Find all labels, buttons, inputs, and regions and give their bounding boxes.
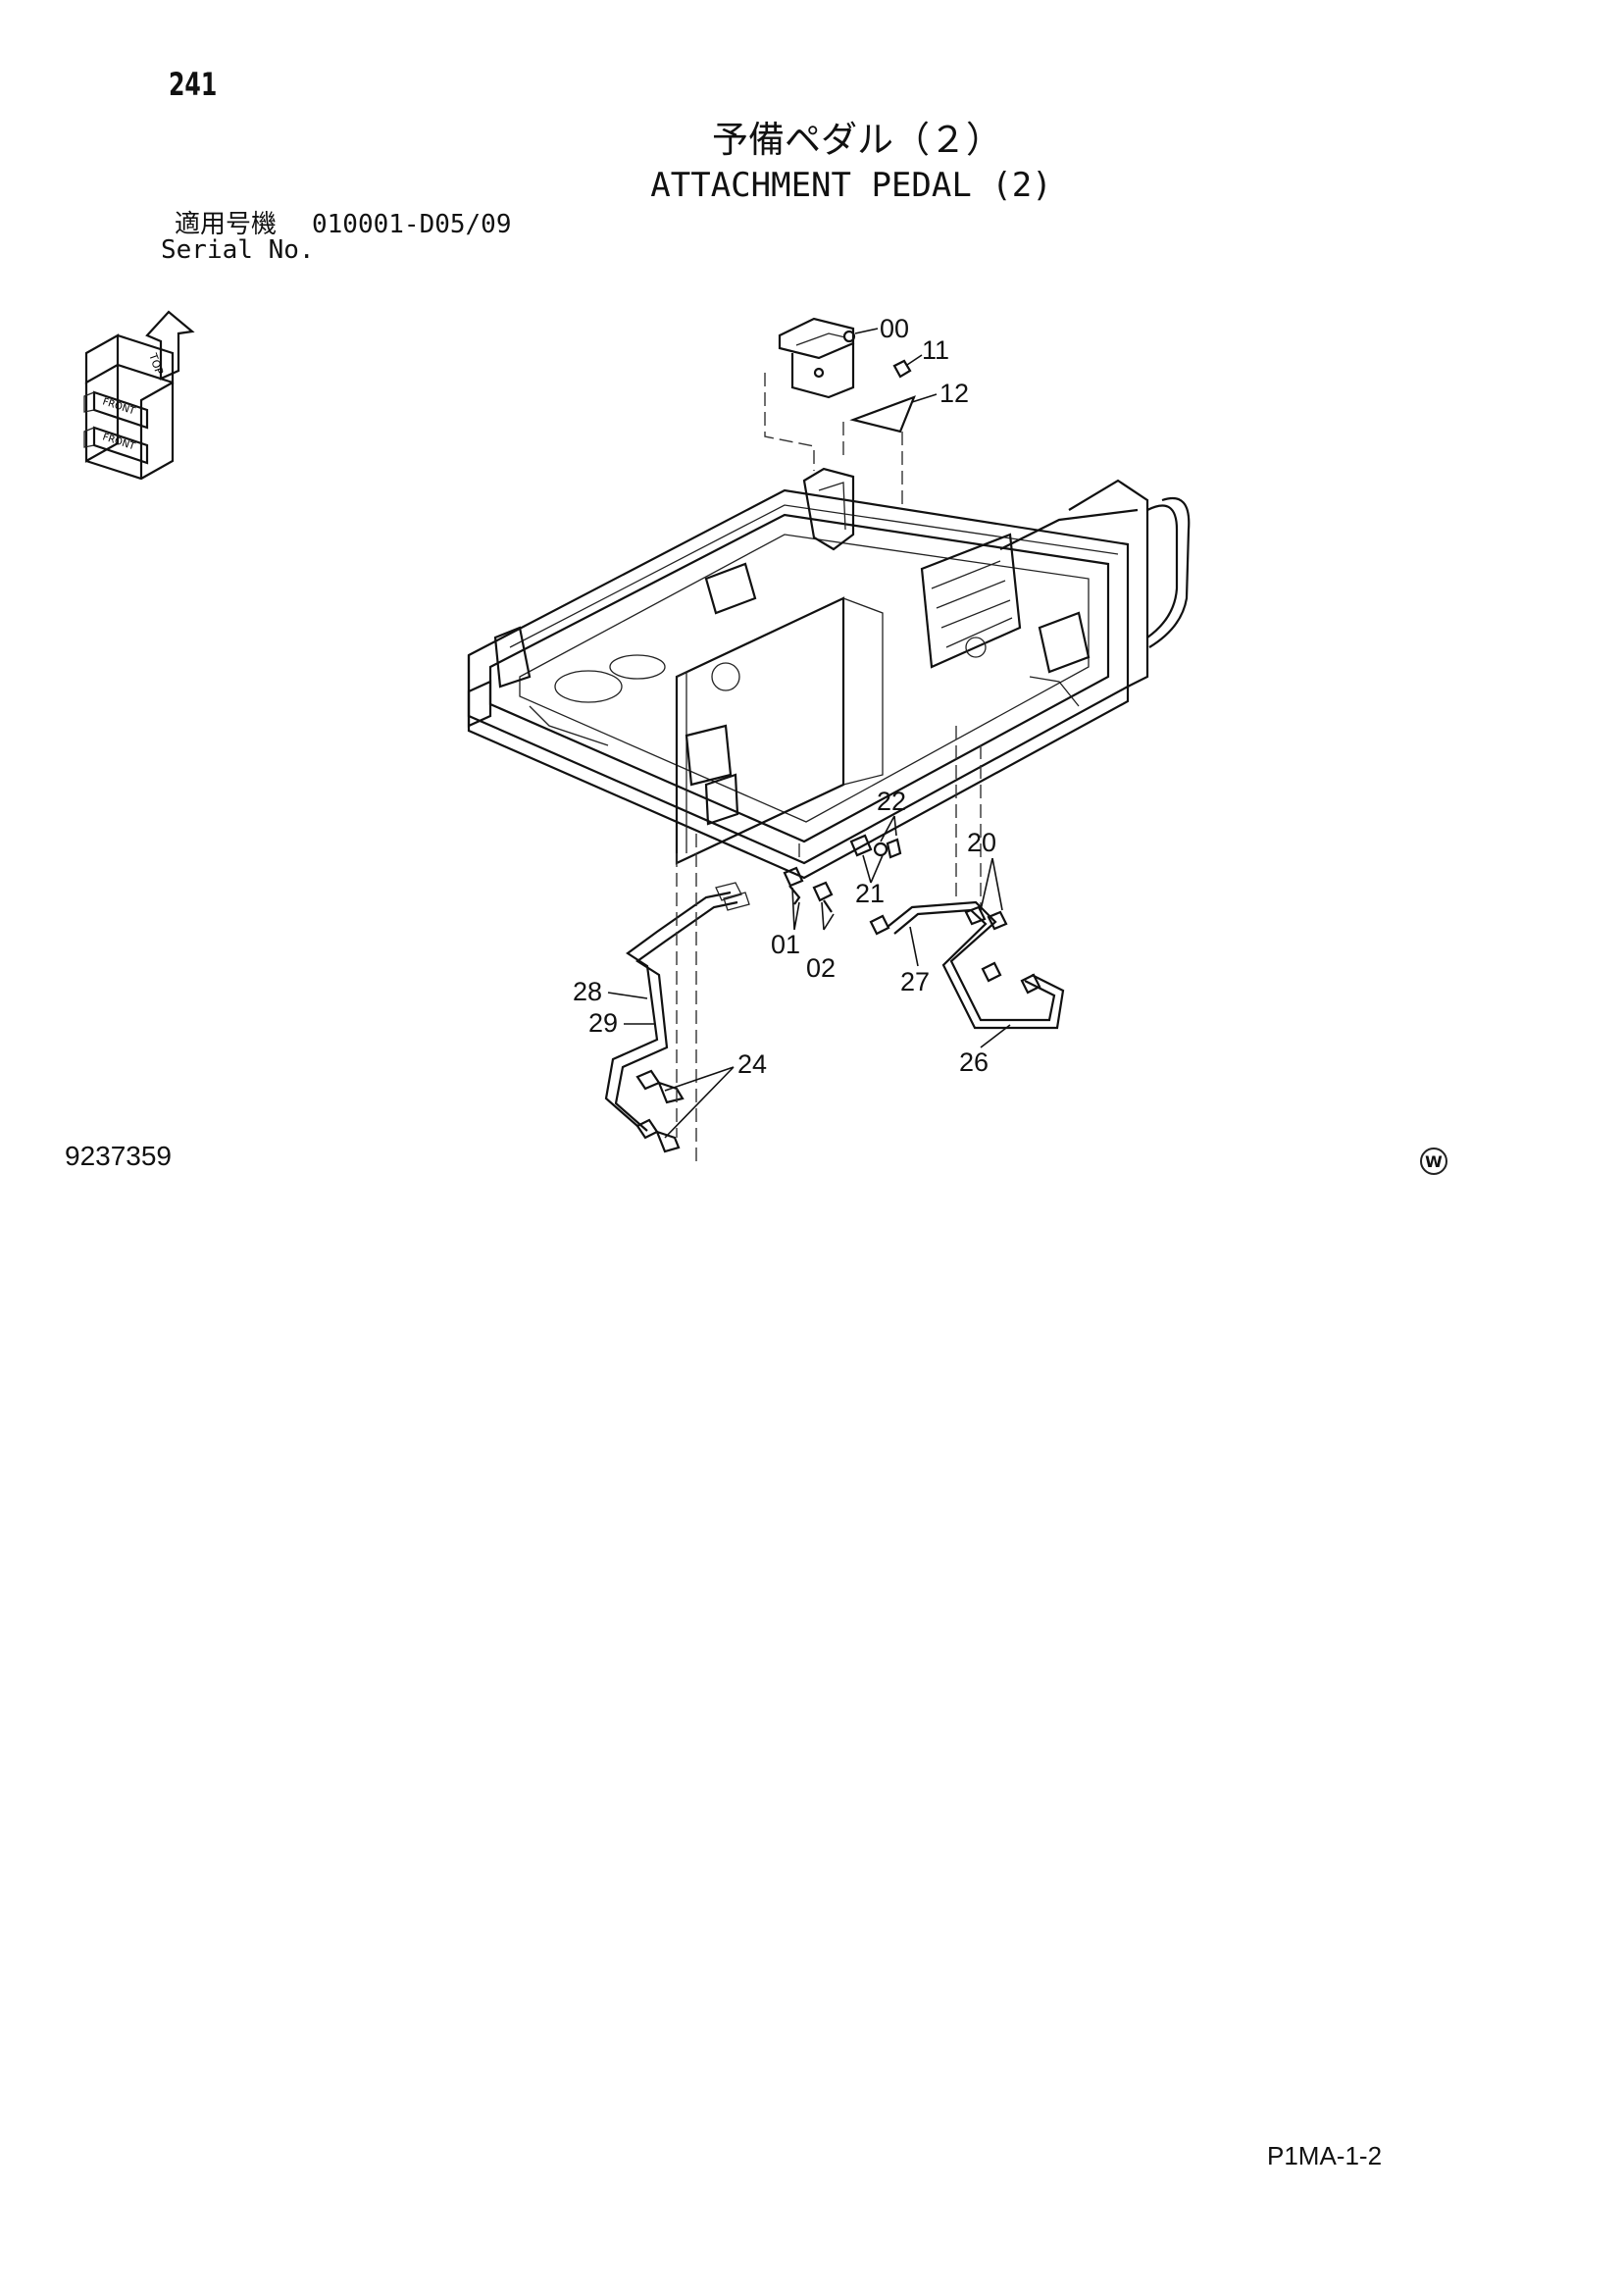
part-label-01: 01 (771, 930, 800, 959)
pipes-left (604, 834, 750, 1167)
part-label-26: 26 (959, 1047, 989, 1077)
serial-label-japanese: 適用号機 (175, 210, 278, 239)
part-label-02: 02 (806, 953, 836, 983)
part-label-21: 21 (855, 879, 885, 908)
w-mark: W (1420, 1148, 1447, 1175)
serial-label-english: Serial No. (161, 235, 315, 265)
part-label-27: 27 (900, 967, 930, 996)
part-label-22: 22 (877, 787, 906, 816)
page-code: P1MA-1-2 (1267, 2141, 1383, 2170)
part-labels: 00 11 12 22 21 20 01 02 27 28 29 24 26 (573, 314, 996, 1079)
part-label-12: 12 (939, 379, 969, 408)
part-label-28: 28 (573, 977, 602, 1006)
part-label-29: 29 (588, 1008, 618, 1038)
pipes-right (887, 900, 1065, 1030)
part-label-11: 11 (922, 335, 949, 365)
title-english: ATTACHMENT PEDAL (2) (650, 166, 1052, 205)
orientation-icon: TOP FRONT FRONT (83, 310, 195, 481)
title-japanese: 予備ペダル（２） (712, 119, 1002, 161)
pedal-assembly (764, 317, 916, 510)
part-label-20: 20 (967, 828, 996, 857)
part-label-24: 24 (737, 1049, 767, 1079)
serial-number-value: 010001-D05/09 (312, 210, 512, 239)
leader-lines (607, 328, 1011, 1139)
w-mark-text: W (1425, 1151, 1443, 1171)
page-number: 241 (169, 66, 218, 103)
floor-frame (467, 467, 1191, 880)
part-label-00: 00 (880, 314, 909, 343)
fittings (783, 726, 1008, 936)
drawing-number: 9237359 (65, 1141, 173, 1171)
icon-label-top: TOP (146, 351, 166, 377)
